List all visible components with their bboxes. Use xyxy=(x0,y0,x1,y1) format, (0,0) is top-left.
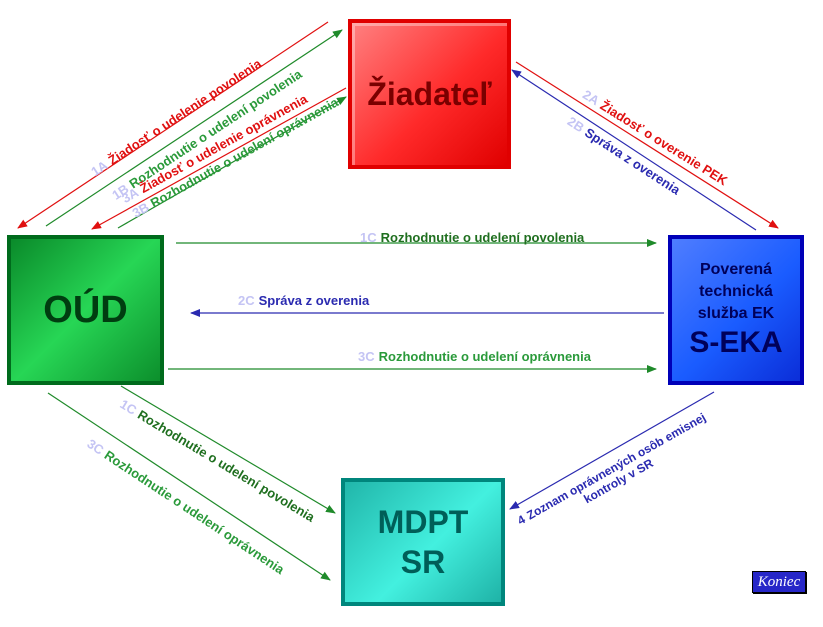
node-oud-label: OÚD xyxy=(43,288,128,331)
arrow-1a xyxy=(17,21,329,229)
arrow-3c-low xyxy=(47,392,331,581)
node-seka-line-3: služba EK xyxy=(697,305,775,322)
node-mdpt-line-1: MDPT xyxy=(377,504,469,540)
arrow-2b xyxy=(511,69,757,231)
arrow-3a xyxy=(91,87,347,230)
node-ziadatel-label: Žiadateľ xyxy=(367,75,492,112)
node-ziadatel: Žiadateľ xyxy=(348,19,511,169)
arrow-1c-low xyxy=(120,385,336,514)
node-seka-abbrev: S-EKA xyxy=(689,326,783,359)
node-seka-line-2: technická xyxy=(699,283,773,300)
node-seka-line-1: Poverená xyxy=(699,261,773,278)
node-oud: OÚD xyxy=(7,235,164,385)
arrow-4 xyxy=(509,391,715,510)
koniec-button[interactable]: Koniec xyxy=(752,571,806,593)
node-mdpt-line-2: SR xyxy=(400,544,446,580)
arrow-2a xyxy=(515,61,779,229)
node-seka: Poverená technická služba EK S-EKA xyxy=(668,235,804,385)
node-mdpt: MDPT SR xyxy=(341,478,505,606)
arrow-1b xyxy=(45,29,343,227)
arrow-3b xyxy=(117,96,347,229)
koniec-button-label: Koniec xyxy=(757,573,801,590)
